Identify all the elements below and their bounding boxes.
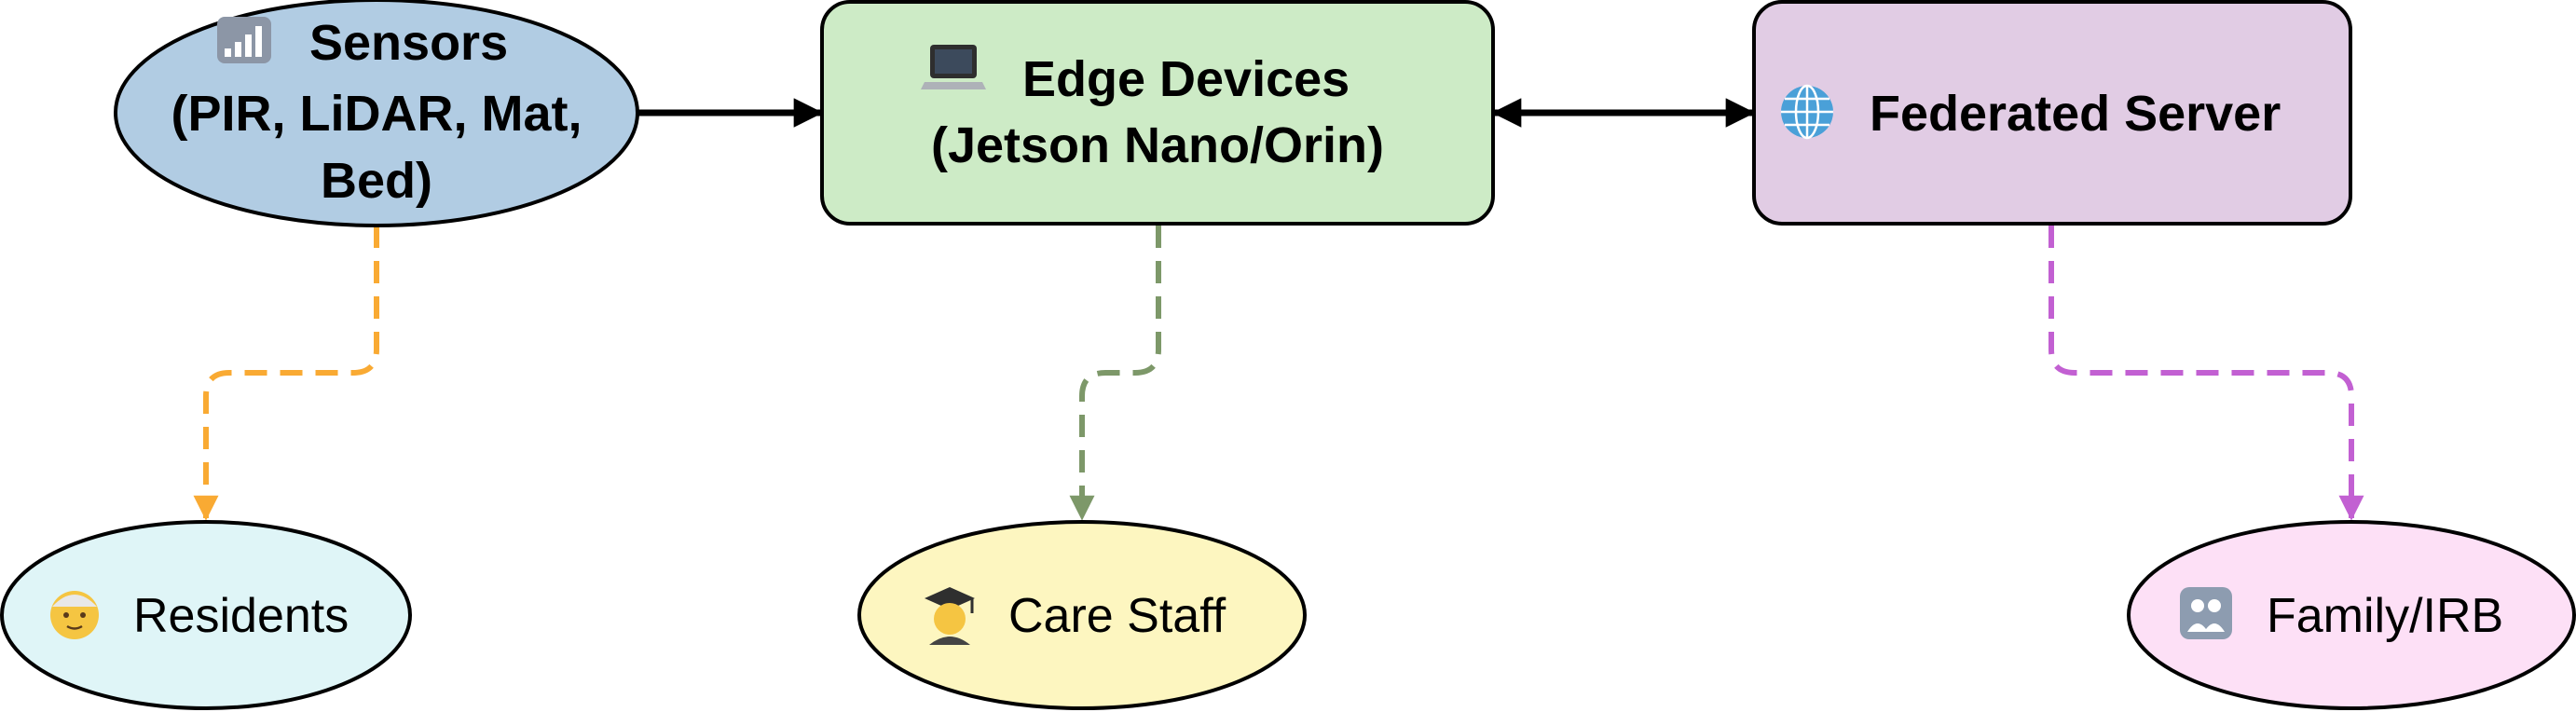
sensors-to-residents-connector [193,226,379,521]
family-irb-label: Family/IRB [2267,589,2503,643]
family-irb-node[interactable]: Family/IRB [2127,520,2576,710]
sensors-node[interactable]: Sensors (PIR, LiDAR, Mat, Bed) [114,0,639,227]
older-person-icon [50,591,99,639]
family-picture-icon [2180,587,2232,639]
student-icon [925,587,975,645]
care-staff-node[interactable]: Care Staff [857,520,1307,710]
federated-server-node[interactable]: Federated Server [1752,0,2352,226]
care-staff-label: Care Staff [1008,589,1226,643]
edge-devices-shape [820,0,1495,226]
edge-devices-node[interactable]: Edge Devices (Jetson Nano/Orin) [820,0,1495,226]
residents-shape [0,520,412,710]
edge-devices-title: Edge Devices [1022,51,1350,107]
residents-node[interactable]: Residents [0,520,412,710]
sensors-title: Sensors [309,15,508,71]
family-irb-shape [2127,520,2576,710]
edge-devices-subtitle: (Jetson Nano/Orin) [931,117,1384,173]
edge-to-care-staff-connector [1069,226,1161,521]
laptop-icon [921,45,986,89]
care-staff-shape [857,520,1307,710]
globe-icon [1781,84,1833,140]
federated-server-shape [1752,0,2352,226]
residents-label: Residents [133,589,349,643]
signal-bars-icon [217,17,271,63]
federated-server-title: Federated Server [1870,86,2281,142]
sensors-subtitle-cont: Bed) [321,153,432,209]
sensors-subtitle: (PIR, LiDAR, Mat, [171,86,582,142]
server-to-family-connector [2048,226,2364,521]
